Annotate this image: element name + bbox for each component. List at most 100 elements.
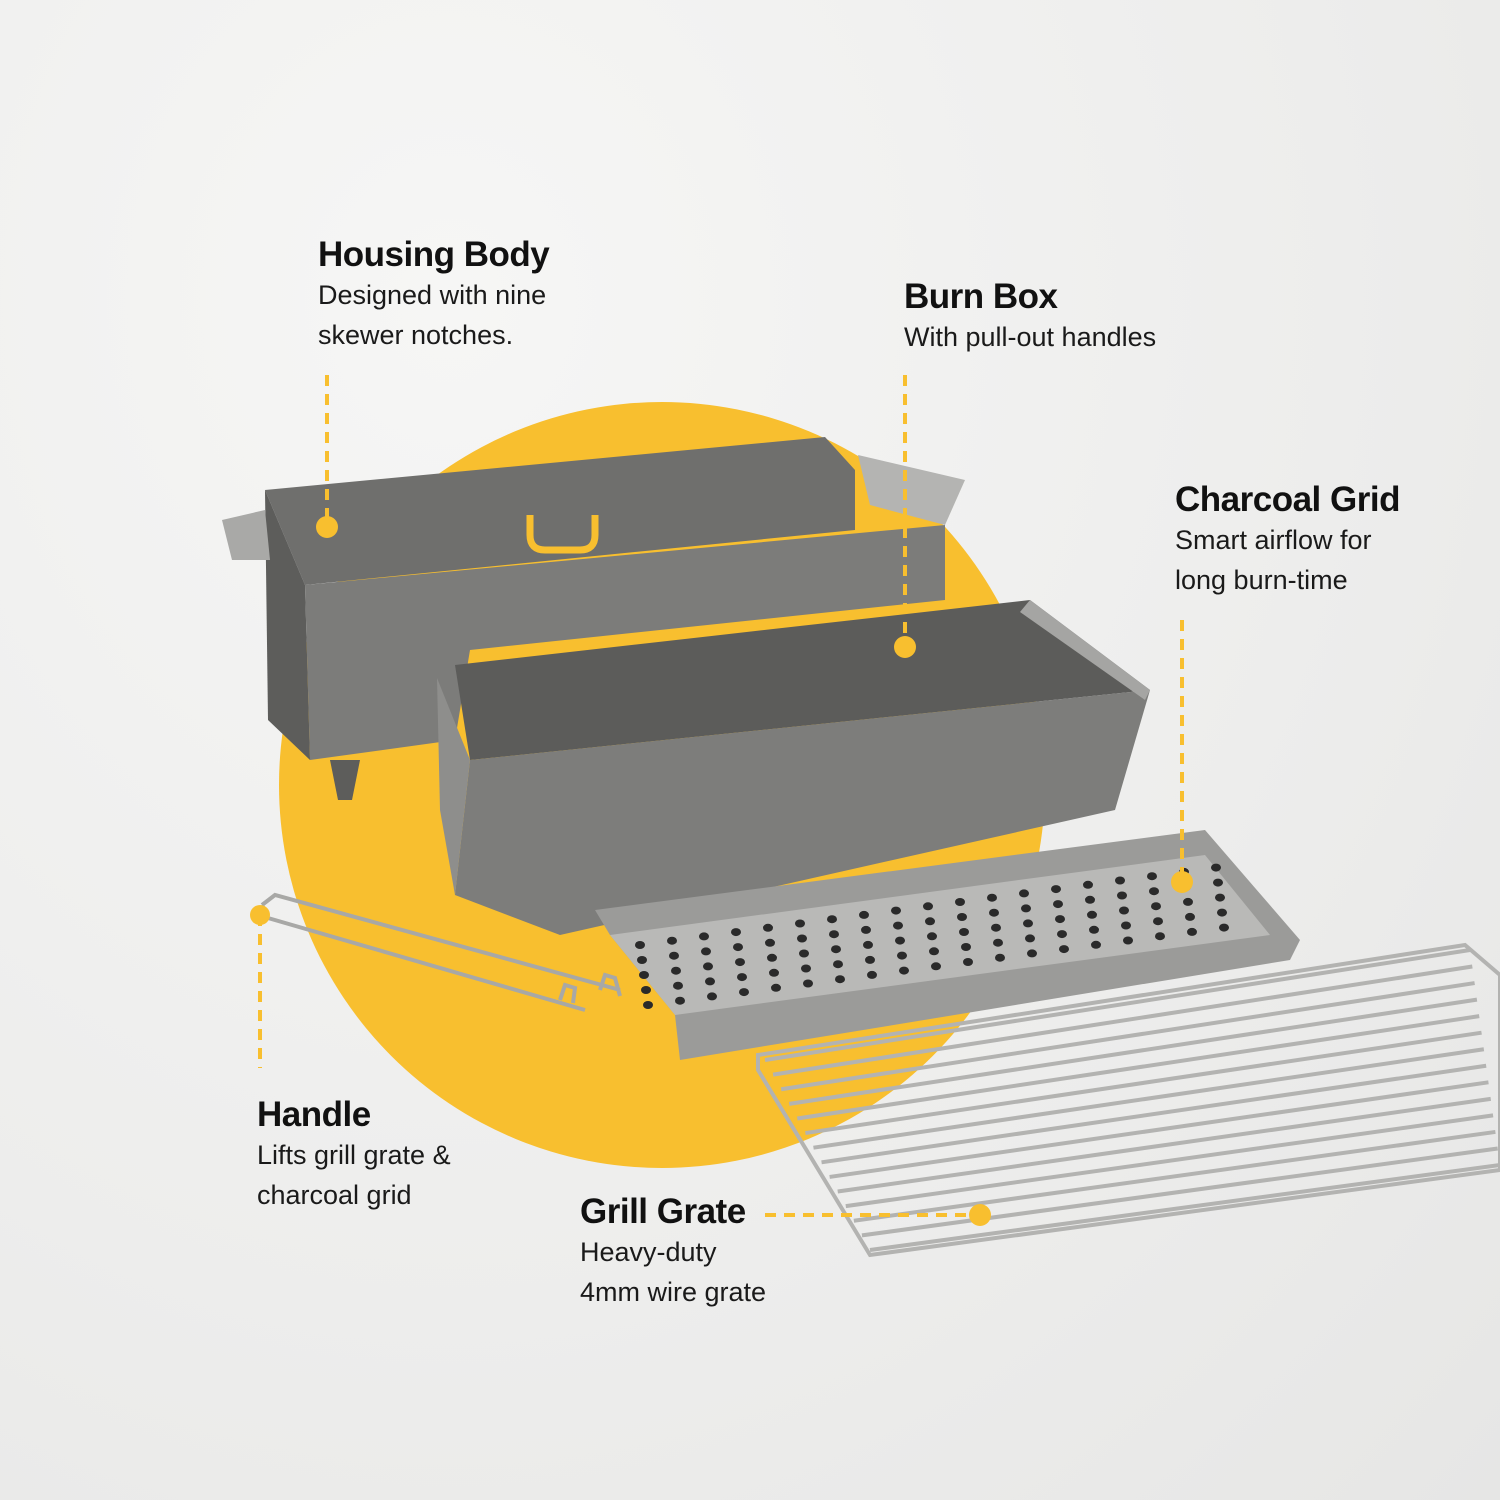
- grill-grate-image: [756, 942, 1500, 1258]
- charcoal-grid-hole: [1147, 872, 1157, 881]
- charcoal-grid-hole: [675, 996, 685, 1005]
- callout-title: Handle: [257, 1095, 371, 1134]
- charcoal-grid-hole: [989, 908, 999, 917]
- charcoal-grid-hole: [1155, 932, 1165, 941]
- charcoal-grid-hole: [829, 930, 839, 939]
- charcoal-grid-hole: [1023, 919, 1033, 928]
- callout-burn-box: Burn Box With pull-out handles: [904, 277, 1156, 357]
- charcoal-grid-hole: [895, 936, 905, 945]
- charcoal-grid-hole: [959, 928, 969, 936]
- callout-text: Smart airflow for: [1175, 525, 1372, 555]
- charcoal-grid-hole: [673, 981, 683, 990]
- charcoal-grid-hole: [737, 973, 747, 982]
- charcoal-grid-hole: [1087, 910, 1097, 919]
- charcoal-grid-hole: [897, 951, 907, 960]
- callout-grill-grate: Grill Grate Heavy-duty 4mm wire grate: [580, 1192, 766, 1312]
- charcoal-grid-hole: [635, 941, 645, 949]
- callout-text: long burn-time: [1175, 565, 1348, 595]
- charcoal-grid-hole: [667, 936, 677, 945]
- charcoal-grid-hole: [931, 962, 941, 971]
- charcoal-grid-hole: [1183, 897, 1193, 906]
- callout-text: skewer notches.: [318, 320, 514, 350]
- charcoal-grid-hole: [639, 971, 649, 979]
- charcoal-grid-hole: [797, 934, 807, 943]
- charcoal-grid-hole: [769, 968, 779, 977]
- charcoal-grid-hole: [1217, 908, 1227, 917]
- charcoal-grid-hole: [991, 923, 1001, 932]
- charcoal-grid-hole: [735, 958, 745, 967]
- charcoal-grid-hole: [801, 964, 811, 973]
- charcoal-grid-hole: [899, 966, 909, 975]
- charcoal-grid-image: [595, 830, 1300, 1060]
- charcoal-grid-hole: [641, 986, 651, 994]
- charcoal-grid-hole: [763, 923, 773, 932]
- callout-title: Housing Body: [318, 235, 550, 274]
- grate-bar: [821, 1063, 1487, 1165]
- charcoal-grid-hole: [637, 956, 647, 964]
- grate-bar: [797, 1014, 1480, 1121]
- charcoal-grid-hole: [803, 979, 813, 988]
- charcoal-grid-hole: [1123, 936, 1133, 945]
- charcoal-grid-hole: [893, 921, 903, 930]
- charcoal-grid-hole: [963, 958, 973, 966]
- grate-bar: [853, 1129, 1496, 1223]
- charcoal-grid-hole: [1211, 863, 1221, 872]
- charcoal-grid-hole: [799, 949, 809, 958]
- charcoal-grid-hole: [731, 928, 741, 937]
- charcoal-grid-hole: [699, 932, 709, 941]
- grate-bar: [845, 1113, 1494, 1209]
- charcoal-grid-hole: [643, 1001, 653, 1009]
- charcoal-grid-hole: [867, 970, 877, 979]
- callout-handle: Handle Lifts grill grate & charcoal grid: [257, 1095, 451, 1215]
- callout-text: With pull-out handles: [904, 322, 1157, 352]
- charcoal-grid-hole: [1185, 912, 1195, 921]
- charcoal-grid-hole: [923, 902, 933, 911]
- charcoal-grid-hole: [827, 915, 837, 924]
- charcoal-grid-hole: [1027, 949, 1037, 958]
- charcoal-grid-hole: [795, 919, 805, 928]
- leader-lines: [258, 375, 1184, 1217]
- grate-bar: [813, 1047, 1485, 1150]
- housing-body-image: [222, 437, 965, 800]
- charcoal-grid-hole: [1149, 887, 1159, 896]
- charcoal-grid-hole: [1151, 902, 1161, 911]
- charcoal-grid-hole: [765, 938, 775, 947]
- callout-title: Charcoal Grid: [1175, 480, 1400, 519]
- grate-bar: [805, 1030, 1482, 1136]
- charcoal-grid-hole: [1085, 895, 1095, 904]
- charcoal-grid-hole: [707, 992, 717, 1001]
- charcoal-grid-hole: [929, 947, 939, 956]
- callout-text: charcoal grid: [257, 1180, 412, 1210]
- charcoal-grid-hole: [891, 906, 901, 915]
- charcoal-grid-hole: [1215, 893, 1225, 902]
- charcoal-grid-hole: [669, 951, 679, 960]
- charcoal-grid-hole: [833, 960, 843, 969]
- charcoal-grid-hole: [1051, 885, 1061, 894]
- charcoal-grid-hole: [1213, 878, 1223, 887]
- charcoal-grid-hole: [1153, 917, 1163, 926]
- callout-text: Heavy-duty: [580, 1237, 717, 1267]
- charcoal-grid-hole: [1019, 889, 1029, 898]
- grate-bar: [869, 1163, 1500, 1252]
- charcoal-grid-hole: [1083, 880, 1093, 889]
- grate-bar: [764, 948, 1471, 1062]
- charcoal-grid-hole: [925, 917, 935, 926]
- charcoal-grid-hole: [927, 932, 937, 941]
- callout-text: Designed with nine: [318, 280, 547, 310]
- charcoal-grid-hole: [703, 962, 713, 971]
- grate-bar: [861, 1146, 1498, 1238]
- callout-text: 4mm wire grate: [580, 1277, 767, 1307]
- grate-bar: [837, 1096, 1492, 1194]
- charcoal-grid-hole: [1057, 930, 1067, 939]
- charcoal-grid-hole: [961, 943, 971, 951]
- charcoal-grid-hole: [859, 910, 869, 919]
- callout-housing-body: Housing Body Designed with nine skewer n…: [318, 235, 550, 355]
- charcoal-grid-hole: [1021, 904, 1031, 913]
- charcoal-grid-hole: [739, 988, 749, 997]
- charcoal-grid-hole: [1219, 923, 1229, 932]
- charcoal-grid-hole: [993, 938, 1003, 947]
- charcoal-grid-hole: [771, 983, 781, 992]
- charcoal-grid-hole: [705, 977, 715, 986]
- charcoal-grid-hole: [955, 898, 965, 906]
- grate-bar: [829, 1080, 1489, 1179]
